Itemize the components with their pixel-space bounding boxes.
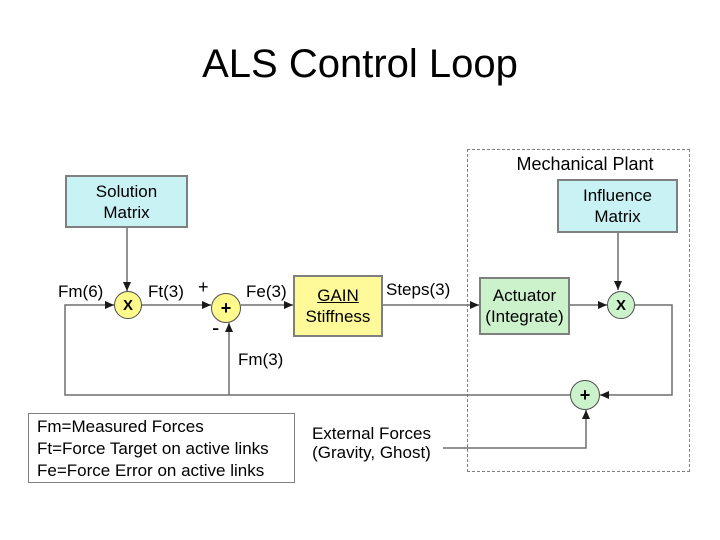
- plant-output-line: [600, 304, 673, 399]
- gain-label-line2: Stiffness: [305, 307, 371, 326]
- legend-line-ft: Ft=Force Target on active links: [37, 439, 269, 458]
- legend-box: Fm=Measured Forces Ft=Force Target on ac…: [28, 413, 295, 483]
- external-forces-line1: External Forces: [311, 424, 432, 443]
- solution-matrix-label-line1: Solution: [95, 181, 158, 201]
- mechanical-plant-label: Mechanical Plant: [516, 154, 654, 174]
- actuator-block: Actuator (Integrate): [479, 277, 570, 335]
- gain-stiffness-block: GAIN Stiffness: [293, 275, 383, 337]
- mechanical-plant-boundary: [467, 149, 690, 472]
- legend-line-fe: Fe=Force Error on active links: [37, 461, 265, 480]
- multiplier-node-right: X: [607, 291, 635, 319]
- legend-line-fm: Fm=Measured Forces: [37, 417, 204, 436]
- sum-minus-sign: -: [212, 315, 220, 340]
- signal-label-ft3: Ft(3): [148, 282, 184, 301]
- summing-junction-right: +: [570, 380, 600, 410]
- summing-junction-left: +: [211, 293, 241, 323]
- signal-label-fm6: Fm(6): [58, 282, 104, 301]
- feedback-loop-line: [64, 301, 570, 396]
- influence-matrix-label-line1: Influence: [583, 186, 652, 205]
- external-forces-label: External Forces (Gravity, Ghost): [300, 424, 443, 462]
- signal-label-fe3: Fe(3): [246, 282, 287, 301]
- influence-matrix-label-line2: Matrix: [594, 207, 641, 226]
- external-forces-line2: (Gravity, Ghost): [312, 443, 431, 462]
- signal-label-steps3: Steps(3): [386, 280, 451, 299]
- solution-matrix-label-line2: Matrix: [103, 202, 150, 222]
- page-title: ALS Control Loop: [202, 42, 518, 86]
- sum-plus-sign: +: [198, 277, 209, 297]
- gain-label-line1: GAIN: [317, 286, 359, 305]
- actuator-label-line2: (Integrate): [485, 307, 564, 326]
- signal-label-fm3: Fm(3): [238, 350, 284, 369]
- external-forces-line: [443, 410, 590, 449]
- multiplier-node-left: X: [114, 291, 142, 319]
- solution-matrix-block: Solution Matrix: [65, 175, 188, 228]
- actuator-label-line1: Actuator: [492, 286, 557, 305]
- influence-matrix-block: Influence Matrix: [557, 179, 678, 233]
